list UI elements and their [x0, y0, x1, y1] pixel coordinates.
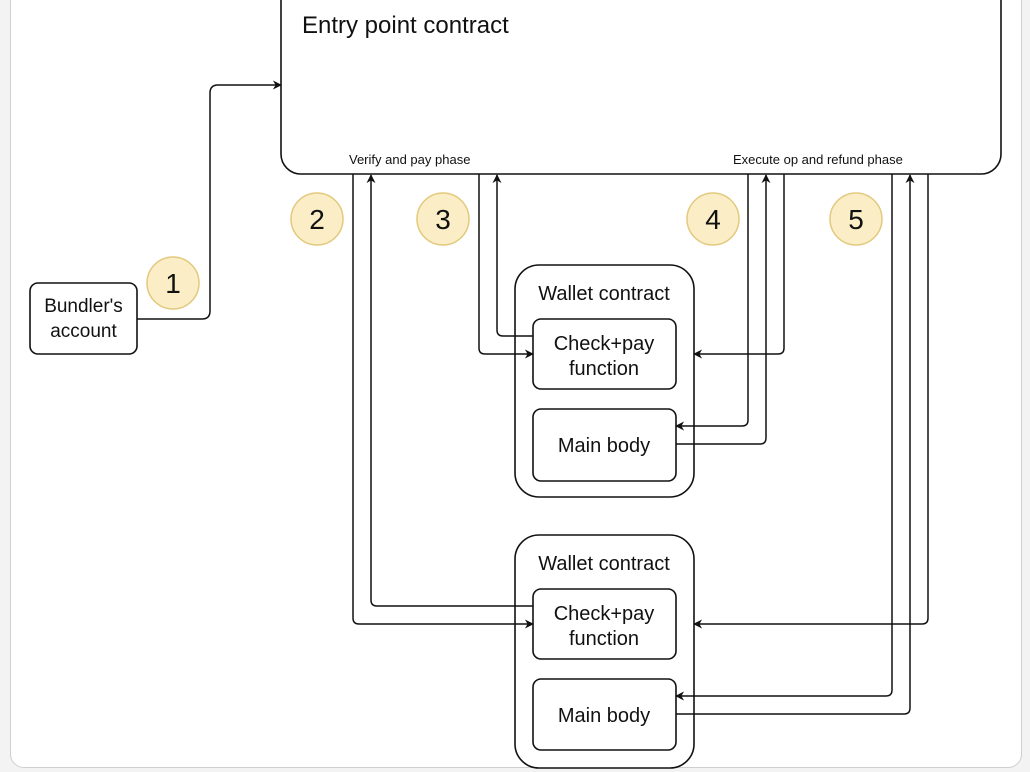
- wallet-2-main-body: Main body: [532, 678, 677, 751]
- arrow-wallet2-main-to-entry: [676, 174, 915, 715]
- wallet-1-main-body-label: Main body: [558, 435, 650, 457]
- verify-phase-label: Verify and pay phase: [349, 152, 470, 167]
- arrow-bundler-to-entry: [137, 80, 282, 320]
- step-4-number: 4: [705, 204, 721, 235]
- arrow-wallet1-check-to-entry: [492, 174, 533, 337]
- arrow-entry-to-wallet2-main: [675, 174, 893, 701]
- step-badge-4: 4: [686, 192, 740, 246]
- execute-phase-label: Execute op and refund phase: [733, 152, 903, 167]
- wallet-2-check-label-line2: function: [569, 628, 639, 650]
- entry-point-contract: Entry point contract Verify and pay phas…: [280, 0, 1002, 175]
- step-2-number: 2: [309, 204, 325, 235]
- wallet-1-check-label-line1: Check+pay: [554, 333, 655, 355]
- wallet-contract-2: Wallet contract Check+pay function Main …: [514, 534, 695, 769]
- connectors: [137, 80, 929, 715]
- step-badge-3: 3: [416, 192, 470, 246]
- bundler-label-line2: account: [50, 321, 117, 342]
- wallet-contract-1: Wallet contract Check+pay function Main …: [514, 264, 695, 498]
- step-1-number: 1: [165, 268, 181, 299]
- arrow-entry-to-wallet1-check: [478, 174, 534, 359]
- arrow-wallet2-check-to-entry: [366, 174, 533, 607]
- wallet-2-check-pay-function: Check+pay function: [532, 588, 677, 660]
- wallet-2-main-body-label: Main body: [558, 705, 650, 727]
- arrow-entry-to-wallet2-check-execute: [693, 174, 929, 629]
- wallet-1-check-label-line2: function: [569, 358, 639, 380]
- bundler-label-line1: Bundler's: [44, 296, 123, 317]
- arrow-entry-to-wallet2-check: [352, 174, 534, 629]
- wallet-1-title: Wallet contract: [538, 283, 670, 305]
- arrow-wallet1-main-to-entry: [676, 174, 771, 445]
- wallet-1-main-body: Main body: [532, 408, 677, 482]
- step-5-number: 5: [848, 204, 864, 235]
- step-badge-5: 5: [829, 192, 883, 246]
- arrow-entry-to-wallet1-check-execute: [693, 174, 785, 359]
- step-badge-2: 2: [290, 192, 344, 246]
- entry-point-title: Entry point contract: [302, 12, 509, 39]
- wallet-2-check-label-line1: Check+pay: [554, 603, 655, 625]
- arrow-entry-to-wallet1-main: [675, 174, 749, 431]
- step-3-number: 3: [435, 204, 451, 235]
- bundler-account: Bundler's account: [29, 282, 138, 355]
- wallet-1-check-pay-function: Check+pay function: [532, 318, 677, 390]
- step-badge-1: 1: [146, 256, 200, 310]
- wallet-2-title: Wallet contract: [538, 553, 670, 575]
